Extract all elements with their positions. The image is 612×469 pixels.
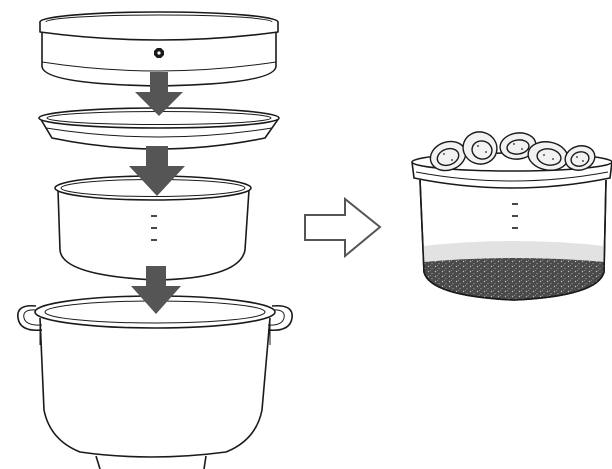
assembled-steaming-pot-icon [411,131,612,301]
steamed-food [429,131,596,172]
cooker-body-icon [17,295,293,469]
down-arrow-icon [129,146,185,196]
down-arrow-icon [131,266,181,314]
steamer-basket-icon [39,11,279,87]
down-arrow-icon [135,72,183,116]
rice-layer [424,258,605,300]
right-arrow-icon [304,196,382,259]
